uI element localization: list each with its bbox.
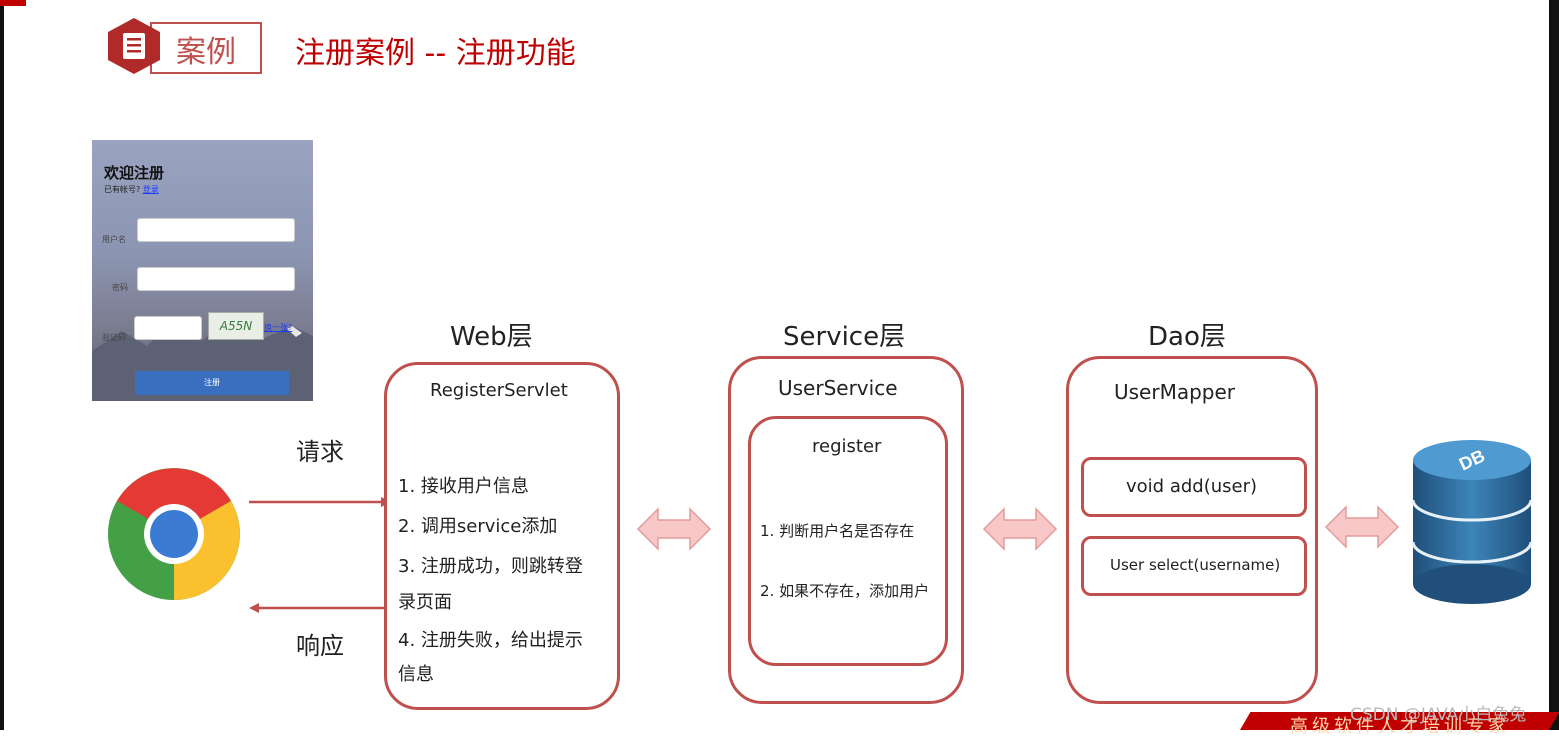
database-icon: DB	[1411, 440, 1533, 604]
register-servlet-label: RegisterServlet	[430, 380, 568, 401]
service-step: 2. 如果不存在，添加用户	[760, 582, 930, 600]
double-arrow-icon	[1324, 505, 1400, 549]
double-arrow-icon	[982, 507, 1058, 551]
select-method-label: User select(username)	[1110, 556, 1281, 574]
username-label: 用户名	[102, 235, 126, 244]
user-mapper-label: UserMapper	[1114, 380, 1236, 404]
has-account-text: 已有帐号?	[104, 185, 141, 194]
web-step: 2. 调用service添加	[398, 516, 558, 537]
document-icon	[108, 18, 160, 74]
add-method-box	[1081, 457, 1307, 517]
register-method-label: register	[812, 436, 882, 457]
user-service-label: UserService	[778, 376, 898, 400]
captcha-label: 验证码	[102, 333, 126, 342]
left-edge-bar	[0, 0, 4, 730]
chrome-icon	[108, 468, 240, 600]
response-label: 响应	[296, 632, 344, 660]
login-link[interactable]: 登录	[142, 185, 159, 194]
captcha-image[interactable]: A55N	[208, 312, 264, 340]
register-form-preview: 欢迎注册 已有帐号? 登录 用户名 密码 验证码 A55N 换一张? 注册	[92, 140, 313, 401]
web-step: 信息	[398, 664, 434, 685]
register-method-box	[748, 416, 948, 666]
web-layer-title: Web层	[450, 322, 533, 352]
request-label: 请求	[296, 438, 344, 466]
password-label: 密码	[112, 283, 128, 292]
web-step: 1. 接收用户信息	[398, 476, 529, 497]
page-title: 注册案例 -- 注册功能	[295, 36, 576, 71]
service-layer-title: Service层	[783, 322, 906, 352]
service-step: 1. 判断用户名是否存在	[760, 522, 915, 540]
tag-box	[150, 22, 262, 74]
register-button[interactable]: 注册	[135, 371, 289, 395]
captcha-input[interactable]	[134, 316, 202, 340]
web-step: 4. 注册失败，给出提示	[398, 630, 583, 651]
username-input[interactable]	[137, 218, 295, 242]
web-step: 3. 注册成功，则跳转登	[398, 556, 583, 577]
form-heading: 欢迎注册	[104, 164, 165, 182]
web-step: 录页面	[398, 592, 452, 613]
corner-mark	[0, 0, 26, 6]
password-input[interactable]	[137, 267, 295, 291]
web-layer-box	[384, 362, 620, 710]
watermark: CSDN @JAVA小白兔兔	[1350, 705, 1527, 725]
add-method-label: void add(user)	[1126, 476, 1258, 497]
tag-label: 案例	[176, 35, 236, 70]
request-response-arrows	[249, 497, 391, 613]
select-method-box	[1081, 536, 1307, 596]
dao-layer-box	[1066, 356, 1318, 704]
change-captcha-link[interactable]: 换一张?	[264, 323, 293, 332]
form-subtext: 已有帐号? 登录	[104, 184, 159, 195]
dao-layer-title: Dao层	[1148, 322, 1226, 352]
double-arrow-icon	[636, 507, 712, 551]
right-edge-bar	[1549, 0, 1559, 730]
